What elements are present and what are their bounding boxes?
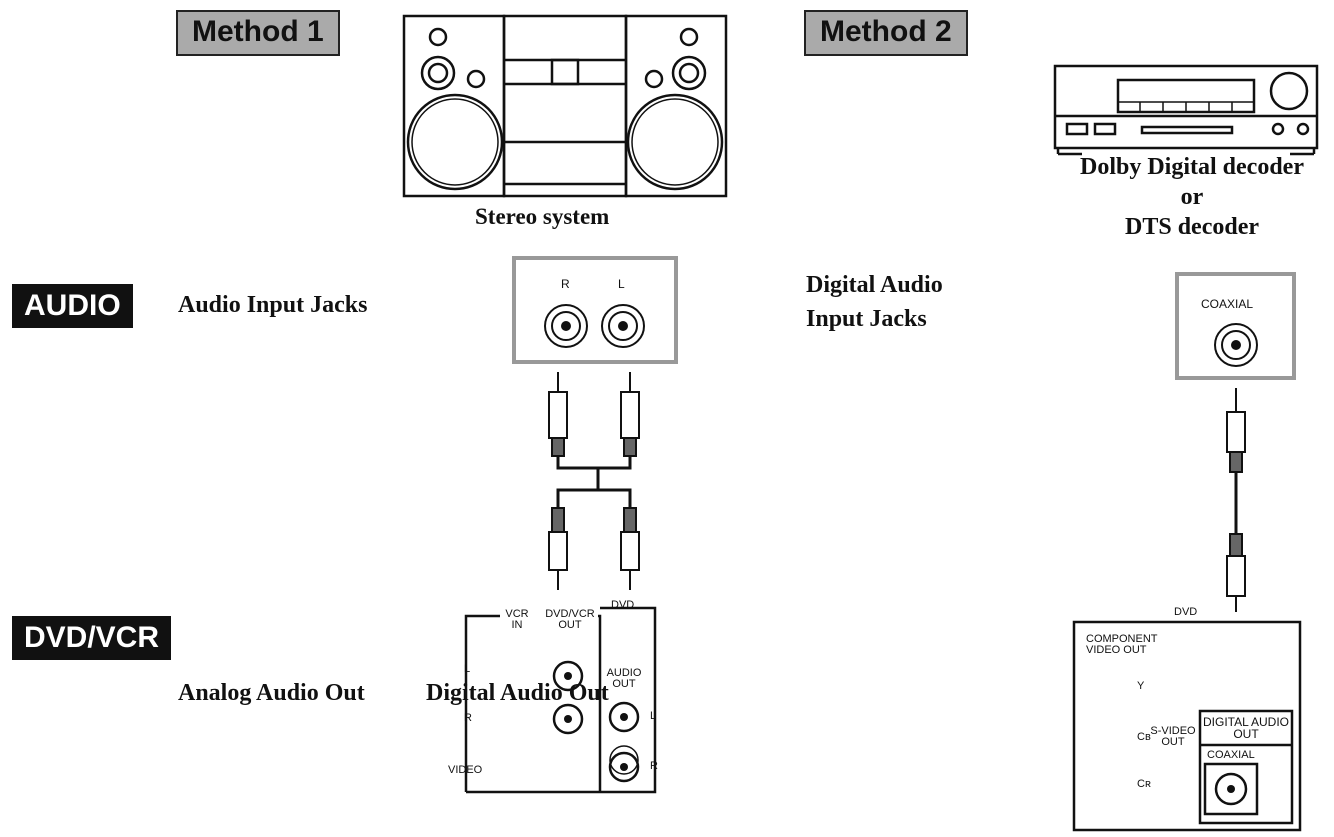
analog-audio-out-label: Analog Audio Out [178,680,365,706]
digital-audio-input-label: Digital Audio Input Jacks [806,268,943,336]
dvd-panel-label: DVD [1174,606,1198,618]
y-label: Y [1137,680,1145,692]
dvd-section-label: DVD [611,599,635,611]
audio-input-jacks-label: Audio Input Jacks [178,292,368,318]
rca-audio-cable [548,372,640,590]
decoder-caption: Dolby Digital decoder or DTS decoder [1050,152,1334,242]
decoder-caption-line-3: DTS decoder [1125,214,1259,240]
audio-out-label: AUDIO OUT [606,667,642,690]
video-label: VIDEO [448,764,483,776]
svideo-out-label: S-VIDEO OUT [1150,725,1196,748]
digital-audio-out-panel-label: DIGITAL AUDIO OUT [1203,715,1290,741]
coaxial-panel-label: COAXIAL [1207,749,1255,761]
dvdvcr-out-label: DVD/VCR OUT [545,608,595,631]
dvd-back-panel [1072,620,1302,832]
component-video-out-label: COMPONENT VIDEO OUT [1086,633,1158,656]
dvdvcr-back-panel [464,606,657,794]
coaxial-cable [1226,388,1246,612]
method-1-label: Method 1 [176,10,340,56]
right-l-label: L [650,710,657,722]
cr-label: Cʀ [1137,778,1151,790]
method-2-label: Method 2 [804,10,968,56]
jack-l-label: L [618,277,625,291]
decoder-illustration [1053,64,1319,156]
decoder-caption-line-1: Dolby Digital decoder [1080,154,1304,180]
digital-audio-out-label: Digital Audio Out [426,680,609,706]
coaxial-input-jack-panel [1175,272,1296,380]
stereo-system-illustration [402,14,728,198]
vcr-in-label: VCR IN [505,608,529,631]
dvdvcr-badge: DVD/VCR [12,616,172,660]
decoder-caption-line-2: or [1180,184,1204,210]
audio-input-jack-panel [512,256,678,364]
digital-audio-input-line-2: Input Jacks [806,306,927,332]
coaxial-jack-label: COAXIAL [1201,297,1254,311]
stereo-caption: Stereo system [475,204,610,229]
left-l-label: L [464,663,471,675]
left-r-label: R [464,712,472,724]
audio-badge: AUDIO [12,284,133,328]
digital-audio-input-line-1: Digital Audio [806,272,943,298]
jack-r-label: R [561,277,570,291]
right-r-label: R [650,760,658,772]
cb-label: Cʙ [1137,731,1151,743]
